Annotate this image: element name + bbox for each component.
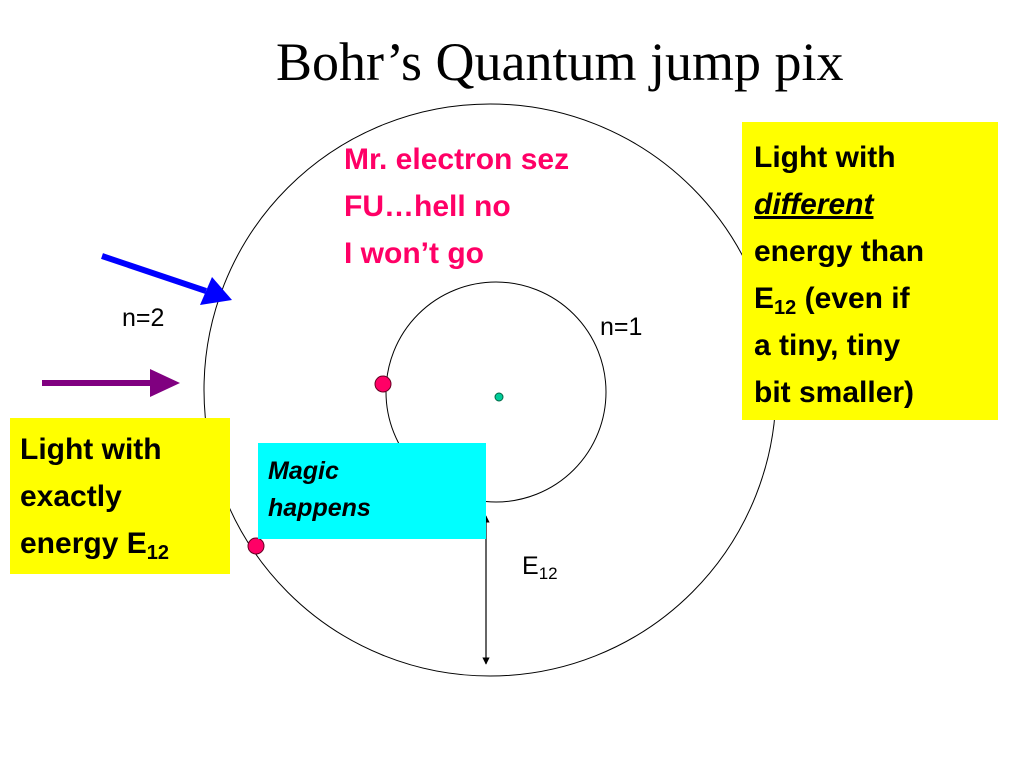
blue-light-arrow-icon	[101, 253, 232, 305]
electron-inner-dot-icon	[374, 375, 392, 393]
magic-line-1: Magic	[268, 457, 339, 485]
label-n2: n=2	[122, 304, 165, 332]
callout-line-2: different	[754, 188, 874, 221]
electron-quote: Mr. electron sez FU…hell no I won’t go	[344, 136, 569, 277]
callout-line-3: energy than	[754, 235, 925, 268]
exact-line-1: Light with	[20, 433, 162, 466]
callout-line-4: E12 (even if	[754, 282, 910, 319]
label-e12: E12	[522, 552, 558, 583]
callout-line-5: a tiny, tiny	[754, 329, 901, 362]
callout-line-1: Light with	[754, 141, 896, 174]
exact-line-3: energy E12	[20, 527, 169, 564]
magic-happens-callout: Magic happens	[258, 443, 486, 539]
electron-outer-dot-icon	[247, 537, 265, 555]
slide-title: Bohr’s Quantum jump pix	[276, 32, 844, 92]
label-n1: n=1	[600, 313, 643, 341]
orbit-n1	[385, 281, 607, 503]
different-energy-callout: Light with different energy than E12 (ev…	[742, 122, 998, 420]
exact-energy-callout: Light with exactly energy E12	[10, 418, 230, 574]
exact-line-2: exactly	[20, 480, 122, 513]
purple-light-arrow-icon	[42, 369, 180, 397]
magic-line-2: happens	[268, 494, 371, 522]
callout-line-6: bit smaller)	[754, 376, 915, 409]
quote-line-3: I won’t go	[344, 237, 484, 270]
quote-line-2: FU…hell no	[344, 190, 511, 223]
quote-line-1: Mr. electron sez	[344, 143, 570, 176]
nucleus-dot-icon	[494, 392, 504, 402]
